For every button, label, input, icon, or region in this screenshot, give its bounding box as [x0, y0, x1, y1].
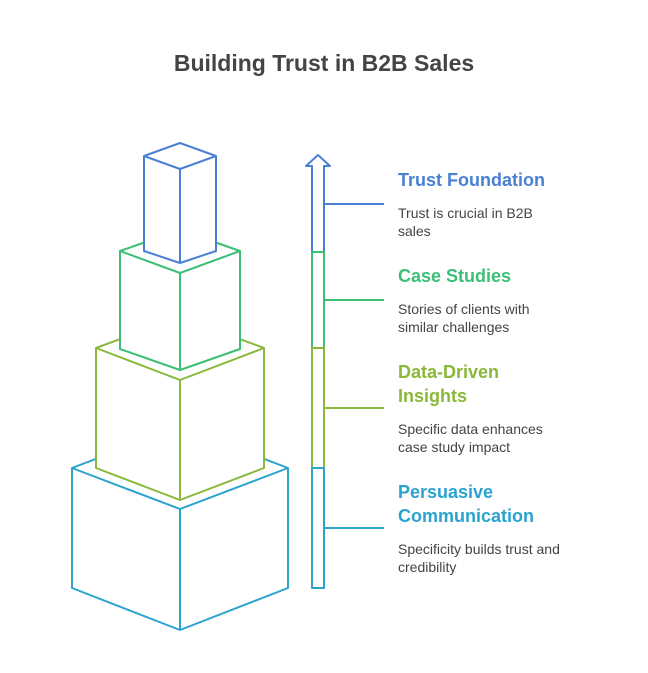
level-heading: Data-Driven Insights [398, 362, 500, 406]
arrow-segment-persuasive [311, 467, 325, 589]
level-description: Specific data enhances case study impact [398, 421, 543, 455]
level-persuasive-communication: Persuasive Communication Specificity bui… [398, 480, 638, 576]
level-heading: Case Studies [398, 266, 512, 286]
level-description: Trust is crucial in B2B sales [398, 205, 533, 239]
progress-arrow [305, 154, 331, 589]
arrow-segment-case-studies [311, 251, 325, 349]
diagram-title: Building Trust in B2B Sales [173, 50, 475, 76]
arrow-head-segment [305, 154, 331, 252]
level-heading: Persuasive Communication [398, 482, 535, 526]
cube-case-studies [119, 229, 241, 371]
level-data-driven-insights: Data-Driven Insights Specific data enhan… [398, 360, 638, 456]
cube-trust-foundation [143, 142, 217, 264]
level-trust-foundation: Trust Foundation Trust is crucial in B2B… [398, 168, 638, 240]
level-case-studies: Case Studies Stories of clients with sim… [398, 264, 638, 336]
arrow-segment-data-driven [311, 347, 325, 469]
level-description: Specificity builds trust and credibility [398, 541, 560, 575]
level-heading: Trust Foundation [398, 170, 545, 190]
level-description: Stories of clients with similar challeng… [398, 301, 530, 335]
